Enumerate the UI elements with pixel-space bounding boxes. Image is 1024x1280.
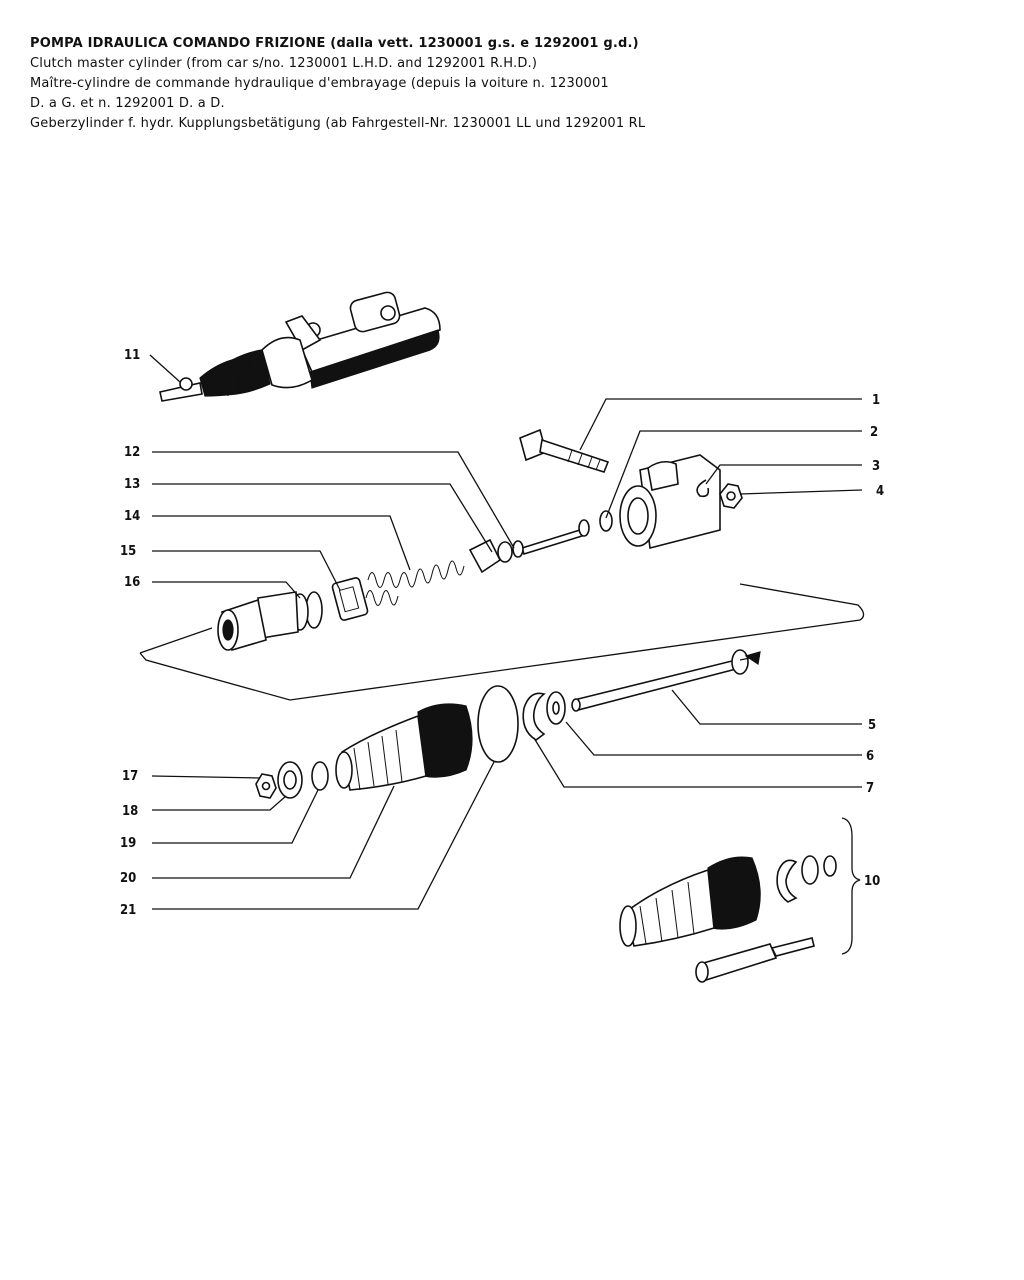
repair-kit-part-10 <box>619 817 861 983</box>
label-5: 5 <box>868 718 876 733</box>
label-3: 3 <box>872 459 880 474</box>
washer-part-6 <box>546 691 566 725</box>
caption-line-de: Geberzylinder f. hydr. Kupplungsbetätigu… <box>30 116 646 131</box>
label-1: 1 <box>872 393 880 408</box>
piston-body <box>217 598 267 651</box>
cylinder-body-head <box>619 454 721 550</box>
label-12: 12 <box>124 445 140 460</box>
nut-part-17 <box>255 773 277 799</box>
clip-part-3 <box>696 479 710 498</box>
seal-part-2 <box>599 510 613 532</box>
label-21: 21 <box>120 903 136 918</box>
part-number-labels: 11 1 2 3 4 12 13 14 15 16 5 6 7 17 18 19… <box>120 348 884 918</box>
label-13: 13 <box>124 477 140 492</box>
label-10: 10 <box>864 874 880 889</box>
label-6: 6 <box>866 749 874 764</box>
label-7: 7 <box>866 781 874 796</box>
label-4: 4 <box>876 484 884 499</box>
push-rod-part-5 <box>571 649 749 712</box>
label-16: 16 <box>124 575 140 590</box>
caption-line-fr-2: D. a G. et n. 1292001 D. a D. <box>30 96 225 111</box>
label-18: 18 <box>122 804 138 819</box>
assembly-enclosure <box>139 583 865 701</box>
caption-block: POMPA IDRAULICA COMANDO FRIZIONE (dalla … <box>30 34 1010 134</box>
label-11: 11 <box>124 348 140 363</box>
label-14: 14 <box>124 509 140 524</box>
washer-part-12 <box>512 540 524 558</box>
ring-part-19 <box>311 761 329 791</box>
circlip-part-7 <box>522 692 546 741</box>
piston-cage-part-15 <box>331 577 369 621</box>
leader-lines <box>149 354 863 910</box>
boot-part-20 <box>335 703 473 791</box>
bolt-part-1 <box>519 428 610 473</box>
label-15: 15 <box>120 544 136 559</box>
nut-part-4 <box>719 483 743 509</box>
assembled-master-cylinder <box>159 291 441 402</box>
caption-line-en: Clutch master cylinder (from car s/no. 1… <box>30 56 538 71</box>
spring-retainer-part-13 <box>468 538 513 574</box>
small-push-rod <box>520 519 590 555</box>
caption-title-it: POMPA IDRAULICA COMANDO FRIZIONE (dalla … <box>30 36 639 51</box>
bush-part-18 <box>277 761 303 799</box>
ring-part-21 <box>477 685 519 763</box>
piston-part-16 <box>257 591 323 639</box>
label-20: 20 <box>120 871 136 886</box>
label-2: 2 <box>870 425 878 440</box>
label-17: 17 <box>122 769 138 784</box>
spring-part-14 <box>365 560 465 606</box>
caption-line-fr-1: Maître-cylindre de commande hydraulique … <box>30 76 609 91</box>
label-19: 19 <box>120 836 136 851</box>
